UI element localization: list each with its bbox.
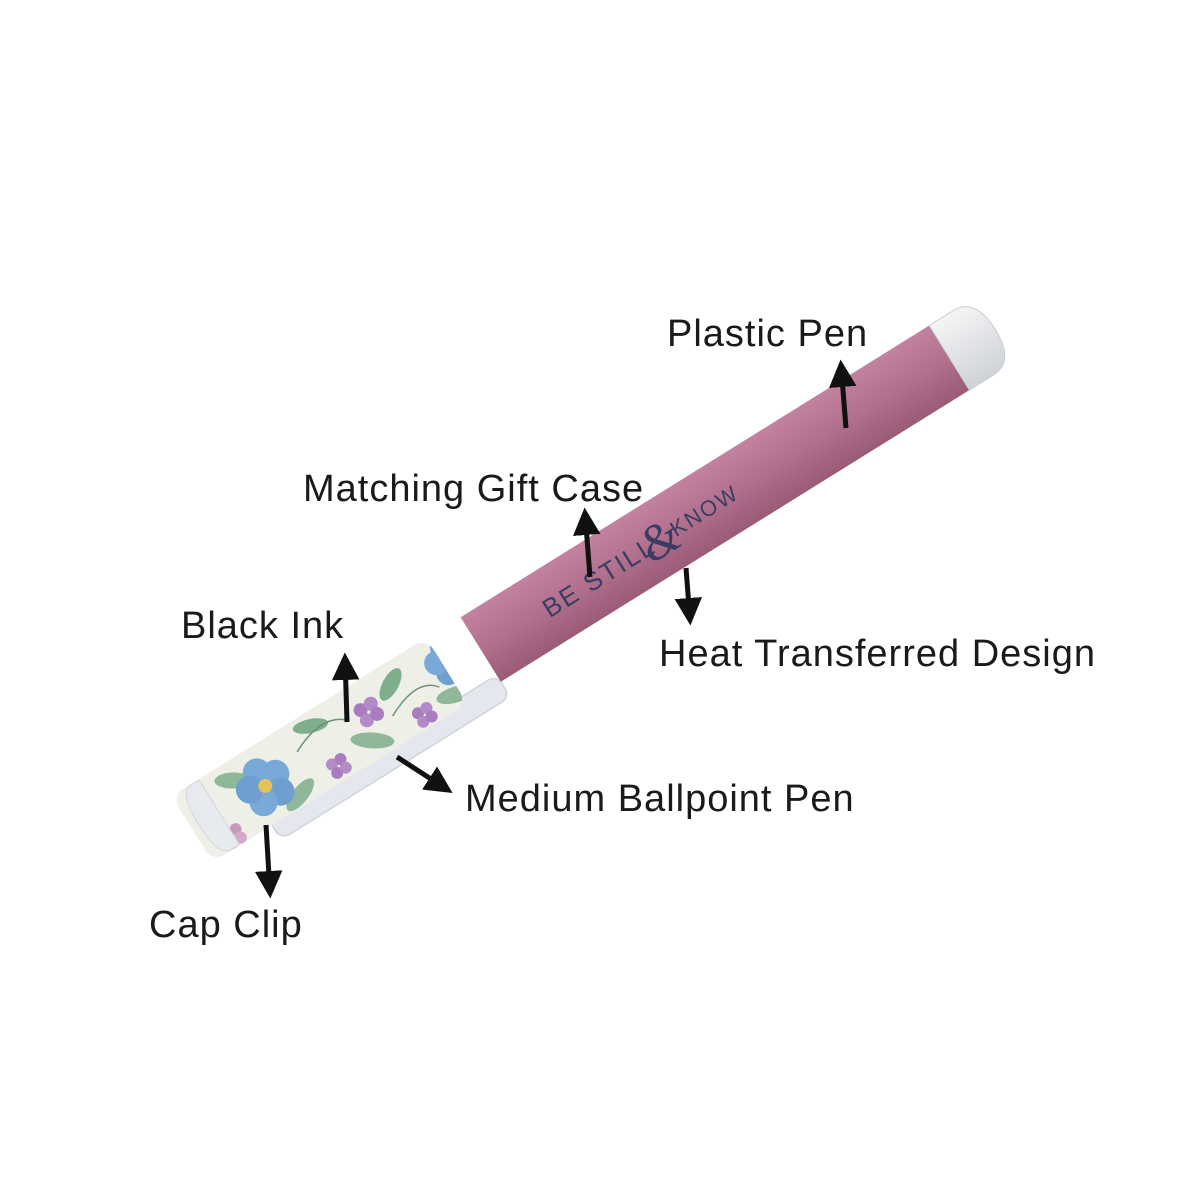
pen-end-cap	[928, 306, 1006, 391]
cap-tip	[185, 779, 240, 852]
label-plastic-pen: Plastic Pen	[667, 313, 869, 355]
arrow-black-ink	[331, 652, 360, 723]
label-cap-clip: Cap Clip	[149, 904, 303, 946]
label-black-ink: Black Ink	[181, 605, 345, 647]
floral-cap	[171, 637, 468, 863]
arrow-matching-gift-case	[573, 507, 601, 578]
label-medium-ballpoint-pen: Medium Ballpoint Pen	[465, 778, 855, 820]
arrow-cap-clip	[254, 824, 283, 899]
arrow-heat-transferred-design	[674, 567, 703, 626]
label-heat-transferred-design: Heat Transferred Design	[659, 633, 1096, 675]
label-matching-gift-case: Matching Gift Case	[303, 468, 645, 510]
pen: BE STILL & KNOW	[171, 306, 1006, 863]
arrow-medium-ballpoint-pen	[395, 754, 453, 793]
arrow-plastic-pen	[829, 359, 857, 429]
